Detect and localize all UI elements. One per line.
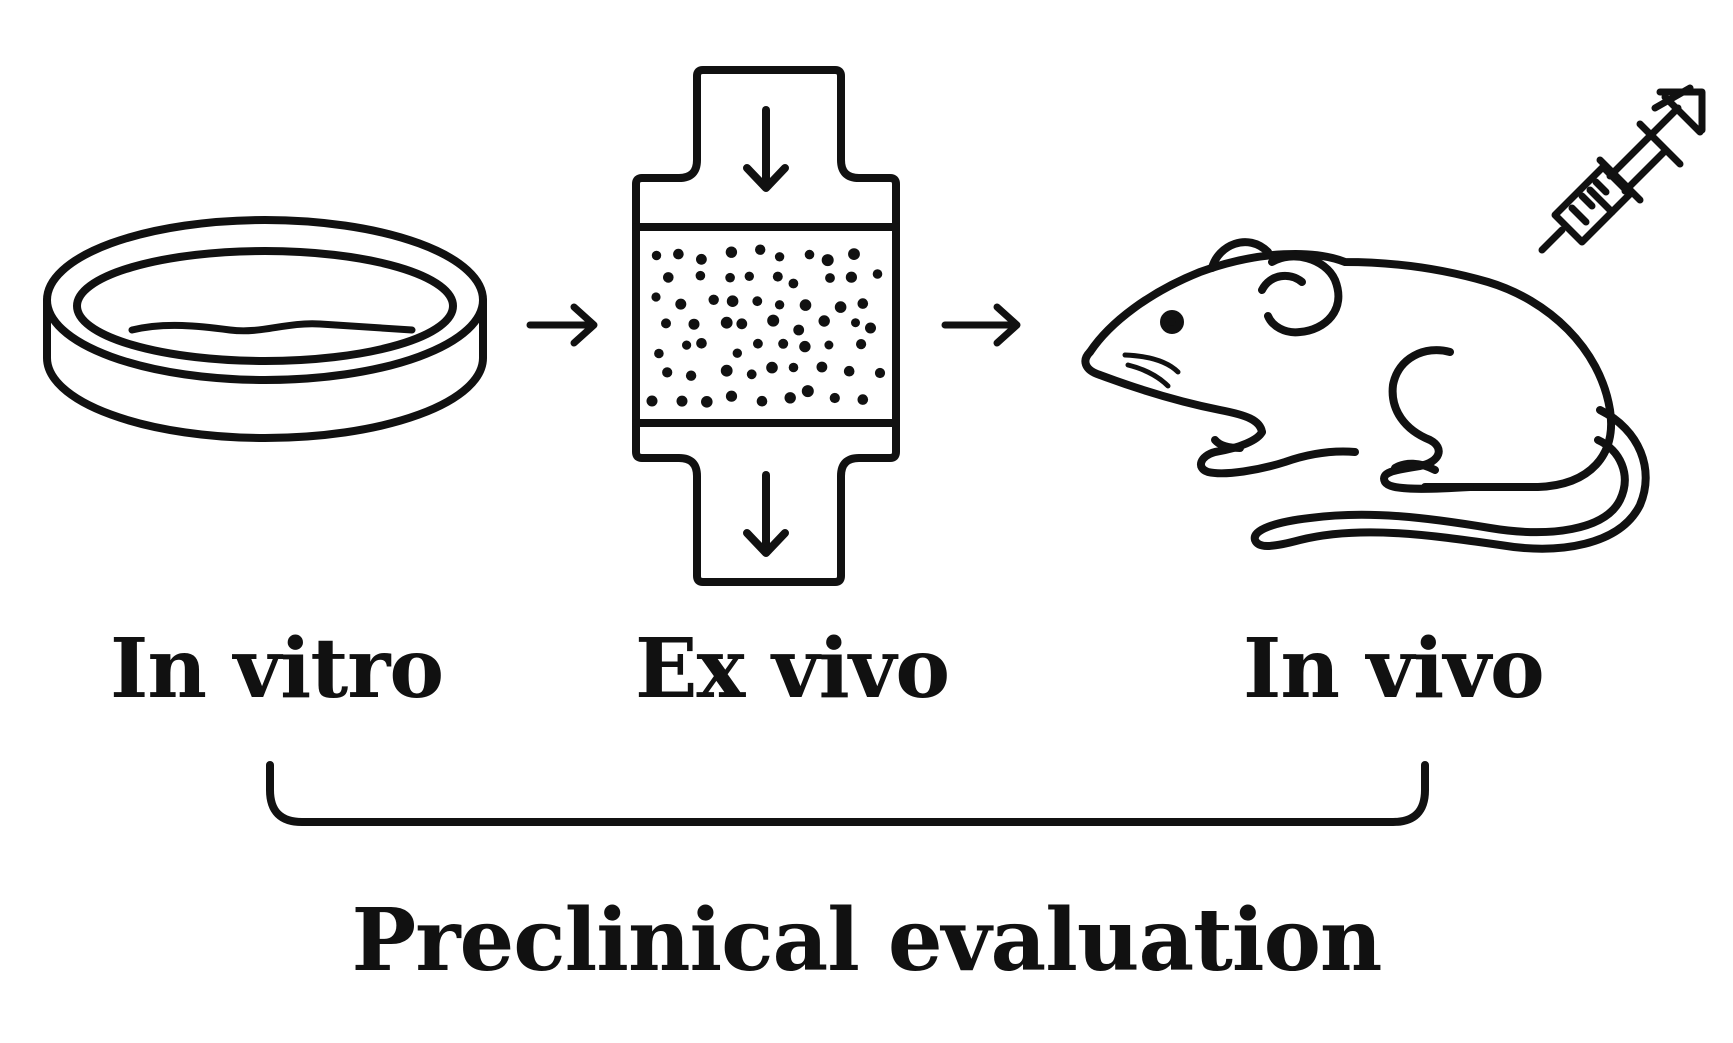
particle-dot — [752, 296, 763, 307]
particle-dot — [845, 271, 858, 283]
particle-dot — [788, 362, 799, 373]
particle-dot — [829, 392, 840, 404]
particle-dot — [676, 395, 688, 407]
particle-dot — [654, 348, 664, 359]
particle-dot — [662, 367, 673, 378]
particle-dot — [767, 314, 780, 327]
particle-dot — [799, 340, 811, 353]
particle-dot — [696, 253, 707, 265]
group-label: Preclinical evaluation — [351, 890, 1383, 991]
particle-dot — [746, 369, 757, 380]
particle-dot — [688, 318, 700, 330]
particle-dot — [857, 298, 869, 309]
particle-dot — [663, 272, 674, 283]
particle-dot — [725, 272, 735, 283]
particle-dot — [646, 395, 658, 407]
particle-dot — [701, 396, 713, 408]
particle-dot — [778, 338, 789, 349]
particle-dot — [744, 271, 754, 281]
stage-label-in-vivo: In vivo — [1243, 621, 1545, 717]
particle-dot — [774, 252, 785, 262]
particle-dot — [726, 295, 739, 308]
particle-dot — [857, 394, 869, 405]
stage-label-ex-vivo: Ex vivo — [635, 621, 950, 717]
particle-dot — [736, 318, 748, 330]
particle-dot — [788, 278, 799, 289]
particle-dot — [675, 298, 687, 310]
particle-dot — [821, 254, 834, 267]
particle-dot — [804, 249, 815, 260]
flow-chamber-icon — [632, 66, 900, 586]
particle-dot — [816, 361, 828, 373]
particle-dot — [774, 300, 785, 310]
particle-dot — [651, 250, 662, 261]
arrow-right-icon — [941, 303, 1021, 347]
particle-dot — [720, 316, 733, 329]
particle-dot — [685, 370, 697, 381]
petri-dish-icon — [43, 216, 487, 442]
particle-dot — [872, 269, 883, 279]
group-bracket — [266, 761, 1429, 826]
particle-dot — [766, 361, 778, 374]
particle-dot — [720, 364, 733, 377]
particle-dot — [818, 315, 830, 327]
particle-dot — [695, 270, 706, 281]
particle-dot — [801, 385, 814, 398]
particle-dot — [865, 322, 876, 334]
particle-dot — [673, 248, 684, 260]
particle-dot — [682, 340, 692, 350]
stage-label-in-vitro: In vitro — [110, 621, 444, 717]
particle-dot — [725, 246, 738, 258]
particle-dot — [725, 390, 738, 402]
particle-dot — [874, 367, 886, 379]
particle-dot — [756, 395, 768, 407]
particle-dot — [793, 324, 805, 336]
particle-cluster — [646, 244, 886, 408]
particle-dot — [824, 340, 834, 350]
particle-dot — [732, 348, 742, 358]
particle-dot — [834, 301, 847, 313]
particle-dot — [856, 339, 867, 350]
particle-dot — [799, 299, 812, 311]
particle-dot — [661, 318, 671, 329]
particle-dot — [784, 392, 796, 404]
particle-dot — [772, 271, 783, 282]
syringe-icon — [1538, 84, 1706, 254]
particle-dot — [843, 365, 855, 377]
arrow-right-icon — [526, 303, 598, 347]
particle-dot — [651, 292, 661, 302]
particle-dot — [696, 338, 707, 349]
particle-dot — [755, 244, 766, 255]
particle-dot — [851, 318, 860, 328]
mouse-with-syringe-icon — [1081, 84, 1706, 553]
particle-dot — [708, 294, 719, 305]
particle-dot — [753, 338, 763, 349]
particle-dot — [848, 248, 860, 260]
particle-dot — [825, 273, 835, 283]
